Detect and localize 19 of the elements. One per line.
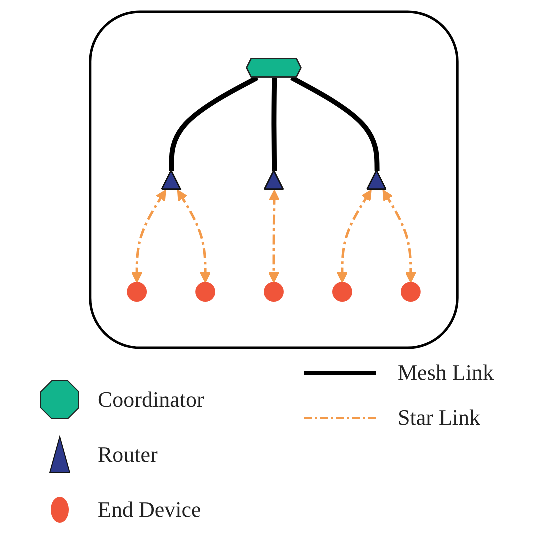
- cluster: [89, 10, 459, 350]
- legend-text: End Device: [98, 497, 202, 523]
- arrow: [382, 190, 416, 284]
- node-ellipse: [400, 282, 421, 302]
- legend-text: Mesh Link: [398, 360, 494, 386]
- legend-text: Coordinator: [98, 387, 204, 413]
- arrow: [336, 190, 372, 284]
- arrow: [268, 190, 280, 284]
- arrow: [132, 190, 166, 284]
- node-ellipse: [127, 282, 148, 302]
- node-ellipse: [264, 282, 284, 302]
- node-ellipse: [332, 282, 352, 302]
- connector: [272, 78, 278, 172]
- connector: [169, 76, 259, 172]
- connector: [290, 76, 380, 172]
- legend-text: Router: [98, 442, 158, 468]
- node-ellipse: [196, 282, 216, 302]
- legend-text: Star Link: [398, 405, 480, 431]
- arrow: [177, 190, 212, 284]
